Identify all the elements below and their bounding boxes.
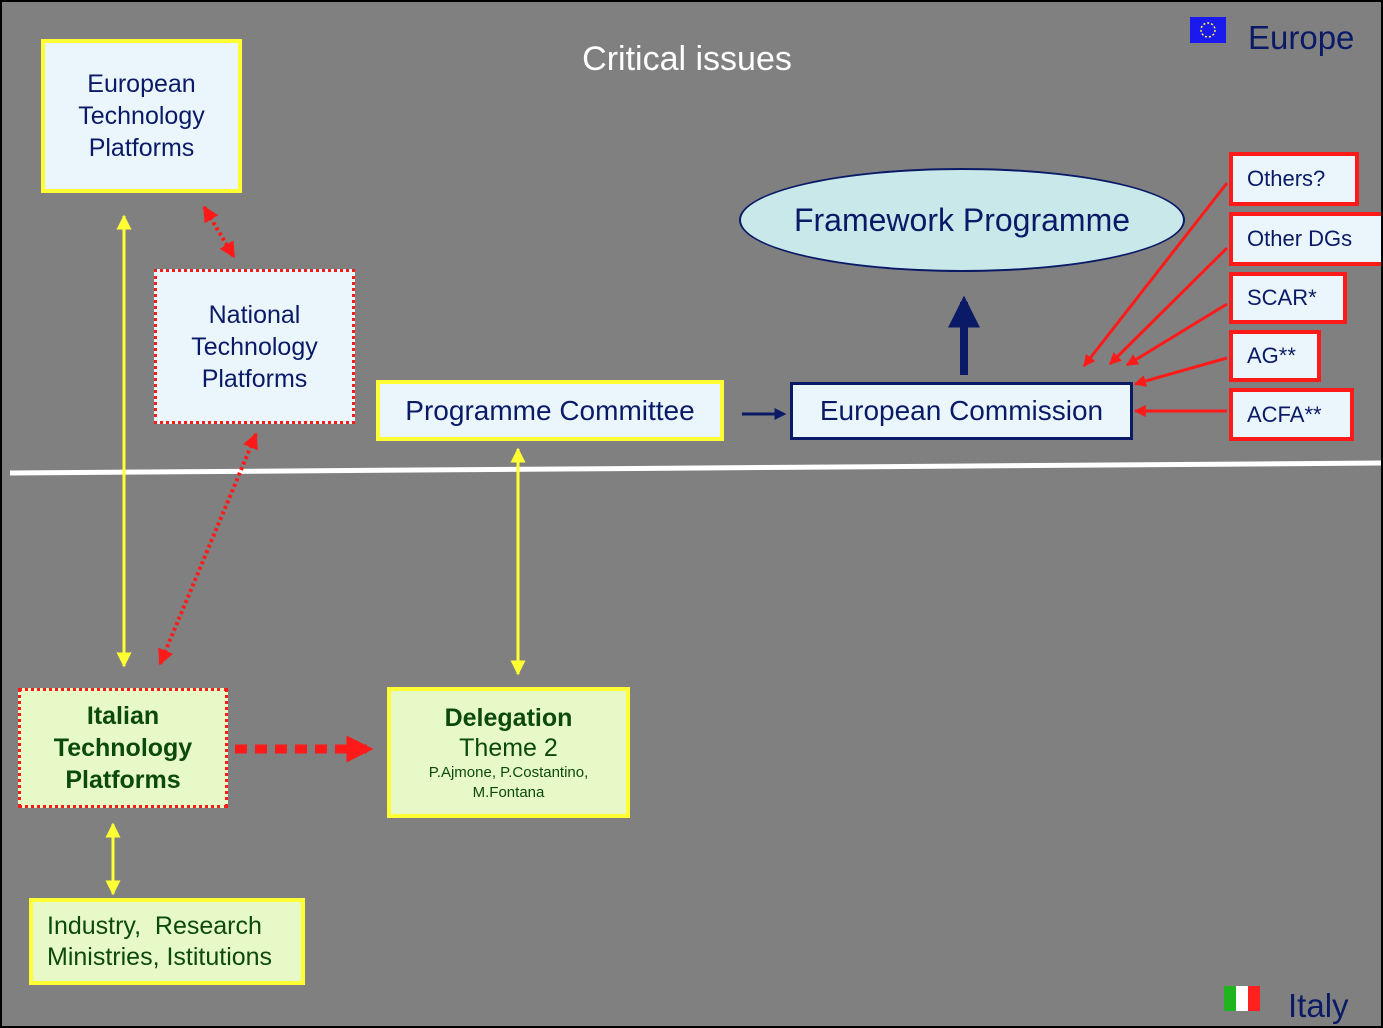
delegation-members: P.Ajmone, P.Costantino, M.Fontana: [428, 763, 589, 801]
delegation-theme: Theme 2: [459, 733, 558, 762]
europe-label: Europe: [1248, 19, 1355, 56]
programme-committee-box: Programme Committee: [376, 380, 724, 441]
european-commission-box: European Commission: [790, 382, 1133, 440]
italy-flag-icon: [1224, 986, 1260, 1011]
italian-technology-platforms-box: Italian Technology Platforms: [18, 688, 228, 808]
framework-label: Framework Programme: [793, 201, 1131, 238]
italy-label: Italy: [1288, 987, 1349, 1024]
eu-flag-icon: [1190, 17, 1226, 43]
framework-programme-ellipse: Framework Programme: [739, 168, 1185, 272]
national-technology-platforms-box: National Technology Platforms: [154, 269, 355, 424]
advisory-box-scar: SCAR*: [1229, 272, 1347, 324]
industry-label: Industry, Research Ministries, Istitutio…: [47, 911, 273, 971]
advisory-box-acfa: ACFA**: [1229, 388, 1354, 441]
itp-label: Italian Technology Platforms: [53, 702, 193, 794]
advisory-box-other-dgs: Other DGs: [1229, 212, 1381, 266]
advisory-label: Other DGs: [1247, 226, 1353, 251]
programme-committee-label: Programme Committee: [405, 394, 695, 426]
ntp-label: National Technology Platforms: [191, 300, 318, 393]
advisory-label: AG**: [1247, 343, 1296, 368]
advisory-label: ACFA**: [1247, 401, 1322, 427]
page-title: Critical issues: [582, 40, 792, 78]
otherdgs-arrow: [1108, 246, 1229, 366]
ntp-itp-arrow: [158, 432, 258, 666]
others-arrow: [1082, 182, 1229, 367]
scar-arrow: [1125, 302, 1228, 367]
advisory-box-ag: AG**: [1229, 330, 1321, 382]
ag-arrow: [1133, 356, 1228, 387]
etp-label: European Technology Platforms: [78, 70, 205, 162]
delegation-box: Delegation Theme 2 P.Ajmone, P.Costantin…: [387, 687, 630, 818]
industry-research-box: Industry, Research Ministries, Istitutio…: [29, 898, 305, 985]
european-technology-platforms-box: European Technology Platforms: [41, 39, 242, 193]
advisory-label: Others?: [1247, 166, 1326, 191]
advisory-label: SCAR*: [1247, 285, 1317, 310]
commission-label: European Commission: [819, 395, 1104, 426]
delegation-title: Delegation: [444, 703, 573, 732]
advisory-box-others: Others?: [1229, 152, 1359, 206]
divider-line: [9, 460, 1381, 476]
etp-ntp-arrow: [202, 205, 236, 259]
